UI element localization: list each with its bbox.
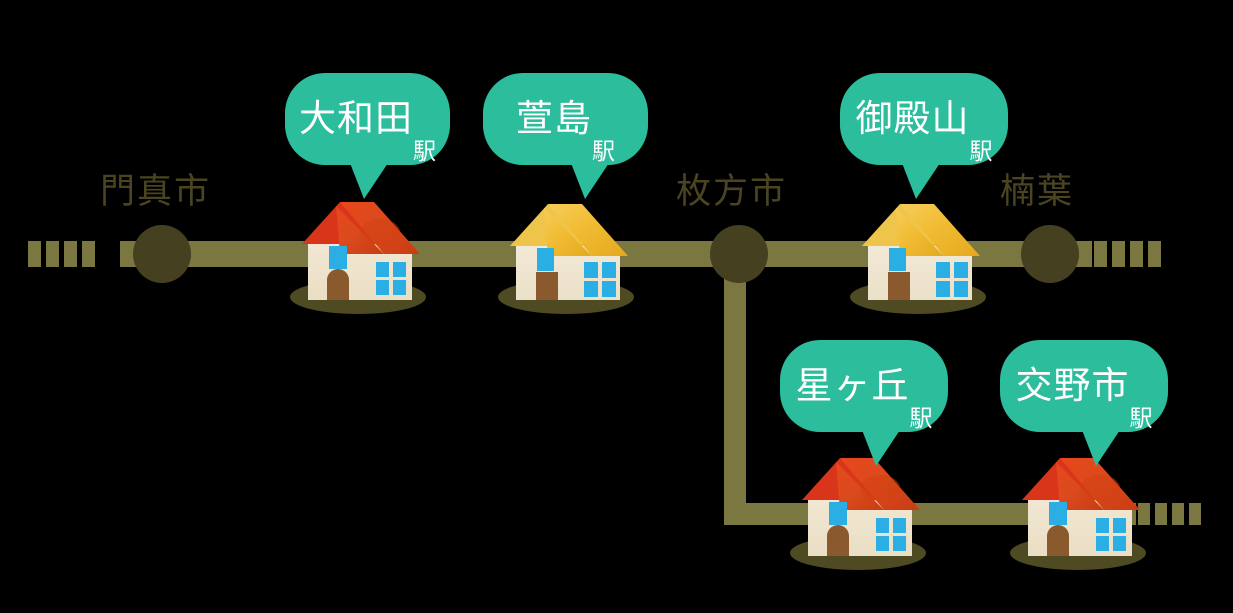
station-dot-hirakata[interactable]	[710, 225, 768, 283]
station-bubble-gotenyama[interactable]: 御殿山 駅	[840, 73, 1008, 199]
bubble-tail-icon	[571, 163, 609, 199]
rail-dash	[1172, 503, 1184, 525]
rail-dash	[1148, 241, 1161, 267]
rail-branch-vertical	[724, 255, 746, 517]
rail-dashes-left	[28, 241, 100, 267]
rail-dash	[1138, 503, 1150, 525]
station-suffix-kayashima: 駅	[592, 139, 615, 164]
bubble-tail-icon	[902, 163, 940, 199]
station-name-gotenyama: 御殿山	[855, 98, 970, 140]
rail-dash	[46, 241, 59, 267]
station-dot-kuzuha[interactable]	[1021, 225, 1079, 283]
house-illustration-red	[302, 202, 420, 300]
station-bubble-yamatoda[interactable]: 大和田 駅	[285, 73, 450, 199]
station-name-katanoshi: 交野市	[1015, 365, 1130, 407]
station-name-hoshigaoka: 星ヶ丘	[795, 365, 910, 407]
house-hoshigaoka	[788, 452, 928, 570]
house-illustration-red	[802, 458, 920, 556]
station-bubble-katanoshi[interactable]: 交野市 駅	[1000, 340, 1168, 466]
house-illustration-red	[1022, 458, 1140, 556]
house-illustration-yellow	[862, 204, 980, 300]
rail-dash	[1189, 503, 1201, 525]
station-suffix-gotenyama: 駅	[969, 139, 993, 164]
city-label-kadoma: 門真市	[100, 172, 212, 211]
bubble-tail-icon	[862, 430, 900, 466]
station-suffix-hoshigaoka: 駅	[909, 406, 933, 431]
station-suffix-yamatoda: 駅	[413, 139, 436, 164]
house-yamatoda	[288, 196, 428, 314]
city-label-hirakata: 枚方市	[676, 172, 788, 211]
station-suffix-katanoshi: 駅	[1129, 406, 1153, 431]
rail-dash	[82, 241, 95, 267]
station-name-yamatoda: 大和田	[299, 98, 413, 140]
station-dot-kadoma[interactable]	[133, 225, 191, 283]
rail-dash	[1112, 241, 1125, 267]
rail-dashes-bottom	[1138, 503, 1206, 525]
station-name-kayashima: 萱島	[516, 98, 592, 140]
house-kayashima	[496, 196, 636, 314]
bubble-tail-icon	[1082, 430, 1120, 466]
station-bubble-hoshigaoka[interactable]: 星ヶ丘 駅	[780, 340, 948, 466]
rail-dash	[64, 241, 77, 267]
rail-dash	[1155, 503, 1167, 525]
rail-dash	[28, 241, 41, 267]
city-label-kuzuha: 楠葉	[1000, 172, 1075, 211]
house-gotenyama	[848, 196, 988, 314]
rail-dashes-right	[1094, 241, 1166, 267]
house-illustration-yellow	[510, 204, 628, 300]
house-katanoshi	[1008, 452, 1148, 570]
rail-dash	[1130, 241, 1143, 267]
rail-dash	[1094, 241, 1107, 267]
bubble-tail-icon	[350, 163, 388, 199]
station-bubble-kayashima[interactable]: 萱島 駅	[483, 73, 648, 199]
